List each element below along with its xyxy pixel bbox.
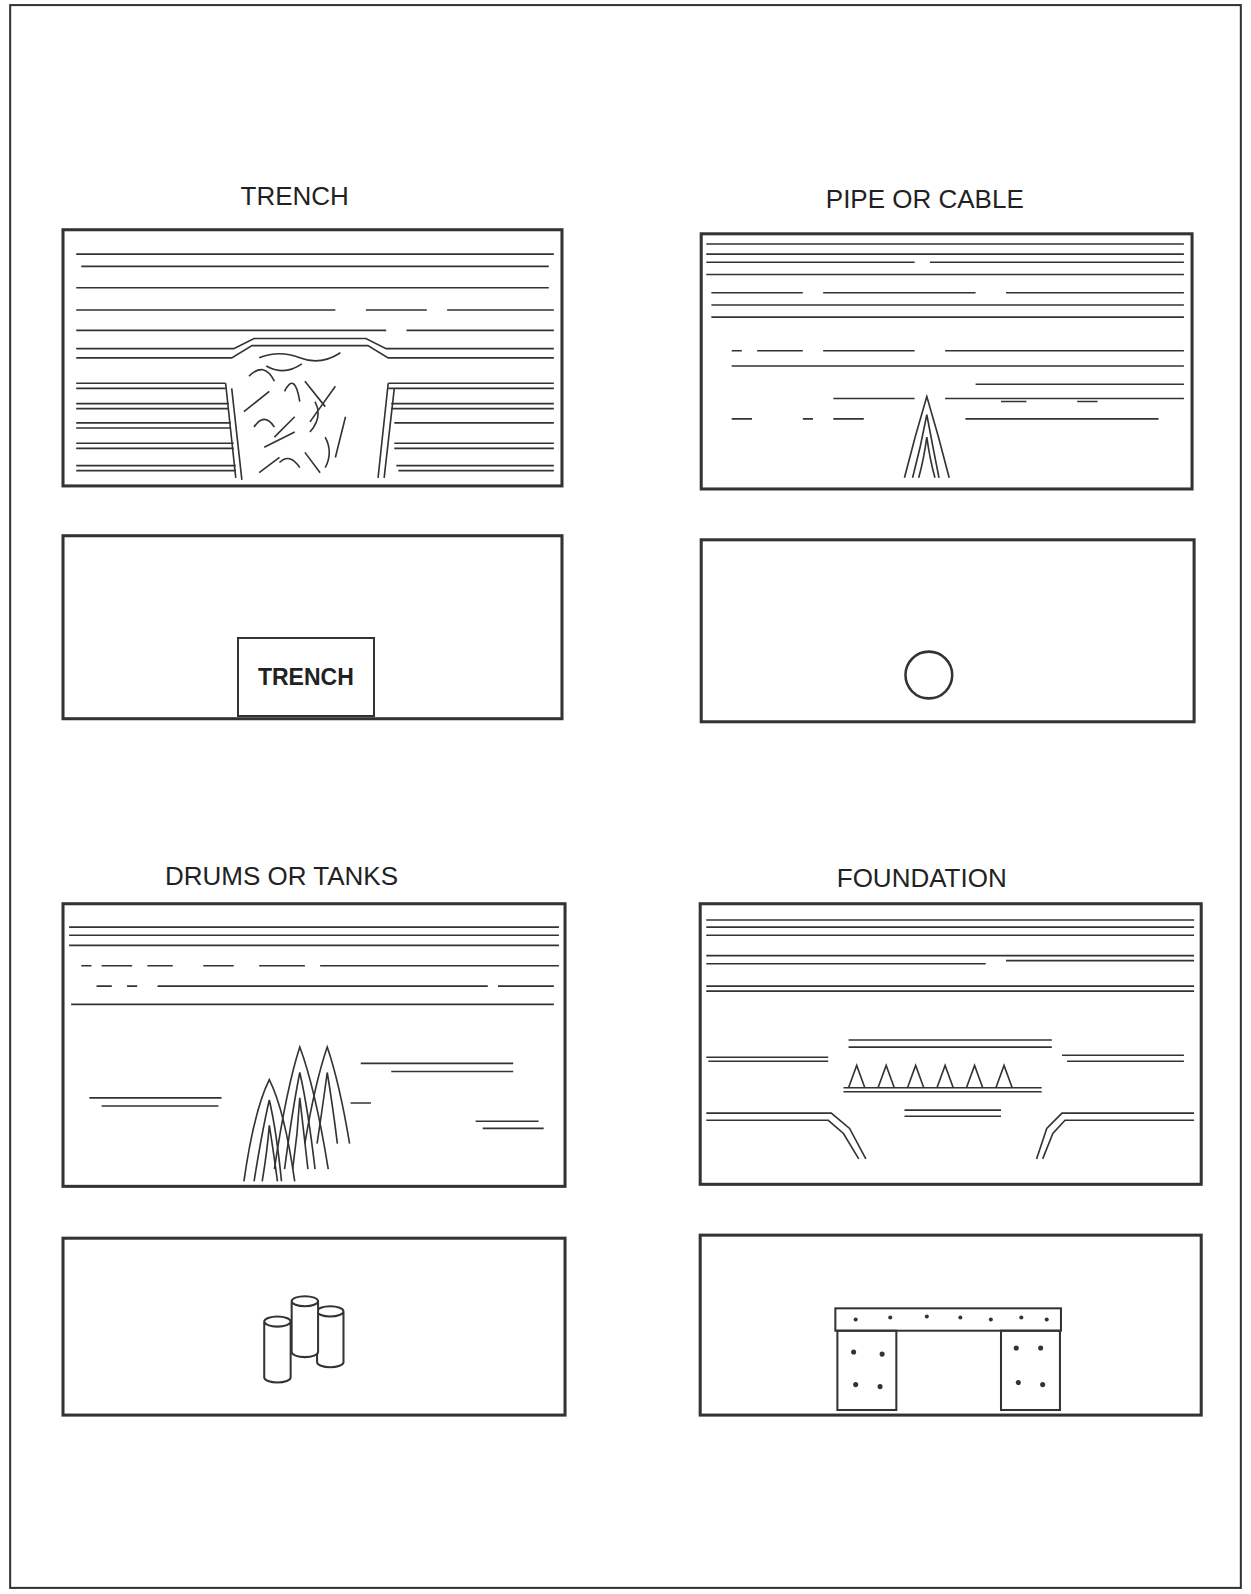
box-label: TRENCH — [258, 664, 354, 691]
trench-box: TRENCH — [237, 637, 375, 716]
panel-title: DRUMS OR TANKS — [165, 861, 398, 892]
panel-title: TRENCH — [241, 181, 349, 212]
panel-title: FOUNDATION — [837, 863, 1007, 894]
panel-title: PIPE OR CABLE — [826, 184, 1024, 215]
